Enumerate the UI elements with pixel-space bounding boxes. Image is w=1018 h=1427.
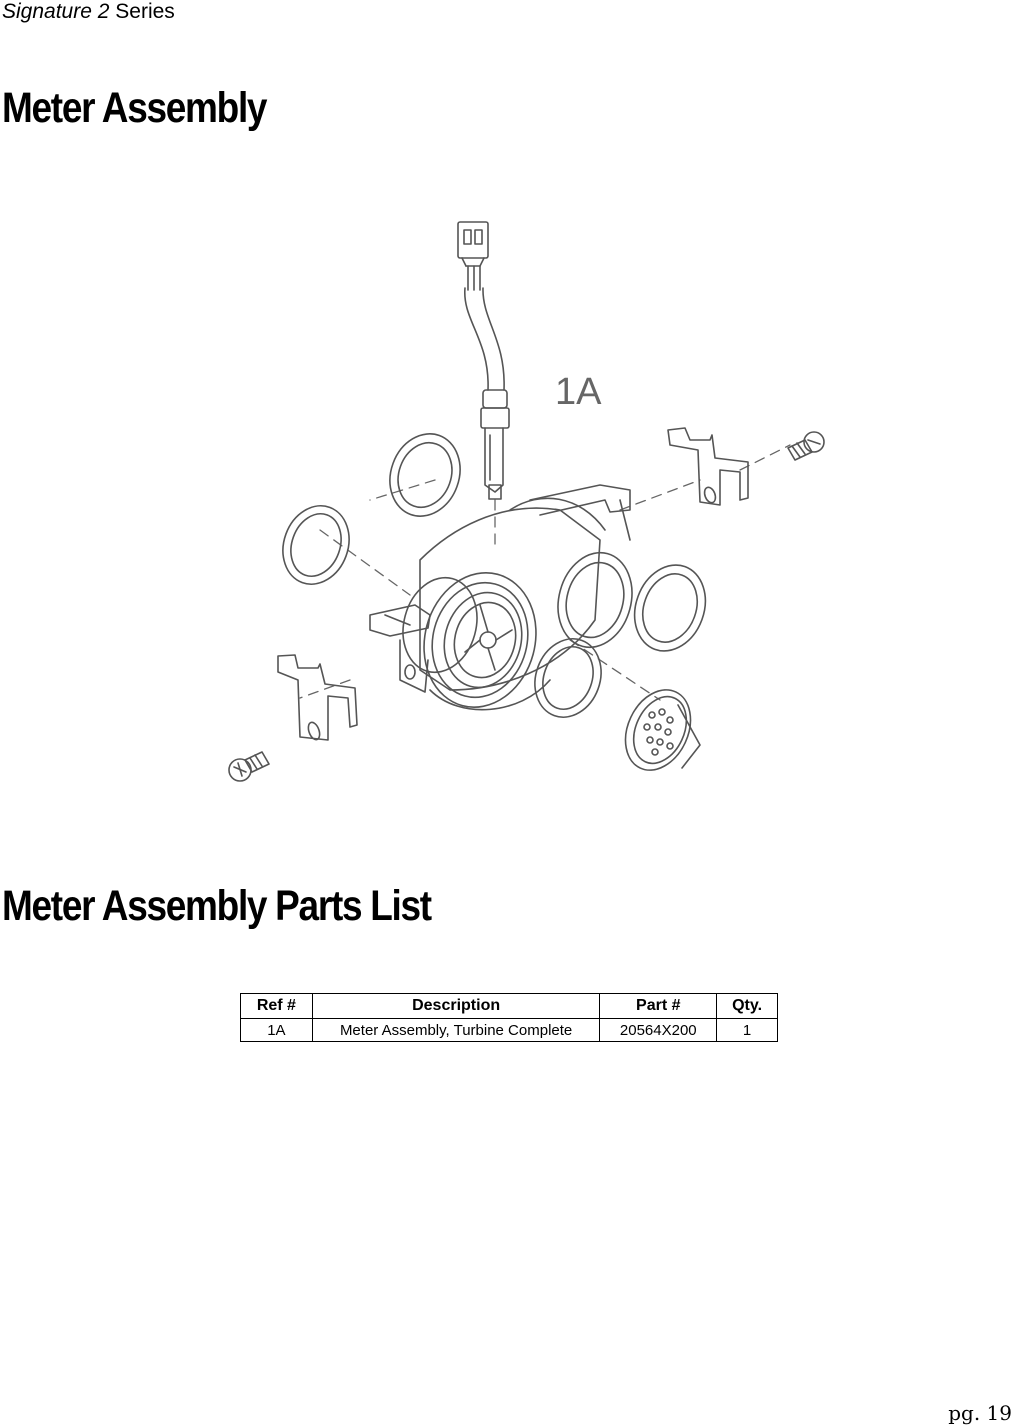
- table-row: 1A Meter Assembly, Turbine Complete 2056…: [240, 1018, 778, 1042]
- series-suffix: Series: [115, 0, 175, 23]
- parts-table: Ref # Description Part # Qty. 1A Meter A…: [240, 993, 778, 1042]
- connector-plug: [457, 221, 489, 267]
- cell-ref: 1A: [240, 1018, 313, 1042]
- cell-description: Meter Assembly, Turbine Complete: [311, 1018, 601, 1042]
- strainer-screen: [624, 689, 701, 771]
- cell-qty: 1: [716, 1018, 778, 1042]
- section-title-meter-assembly: Meter Assembly: [2, 84, 267, 132]
- column-header-part-number: Part #: [599, 993, 718, 1019]
- parts-table-header-row: Ref # Description Part # Qty.: [240, 993, 778, 1019]
- cell-part-number: 20564X200: [599, 1018, 718, 1042]
- meter-assembly-diagram: 1A: [200, 200, 860, 800]
- page-number: pg. 19: [948, 1401, 1012, 1425]
- column-header-description: Description: [311, 993, 601, 1019]
- section-title-parts-list: Meter Assembly Parts List: [2, 882, 432, 930]
- diagram-callout-1a: 1A: [555, 371, 602, 413]
- series-name: Signature 2: [2, 0, 110, 23]
- screw-left: [228, 751, 270, 782]
- column-header-ref: Ref #: [240, 993, 313, 1019]
- screw-right: [787, 431, 825, 461]
- document-header: Signature 2 Series: [2, 0, 175, 24]
- column-header-qty: Qty.: [716, 993, 778, 1019]
- turbine-body: [369, 484, 633, 711]
